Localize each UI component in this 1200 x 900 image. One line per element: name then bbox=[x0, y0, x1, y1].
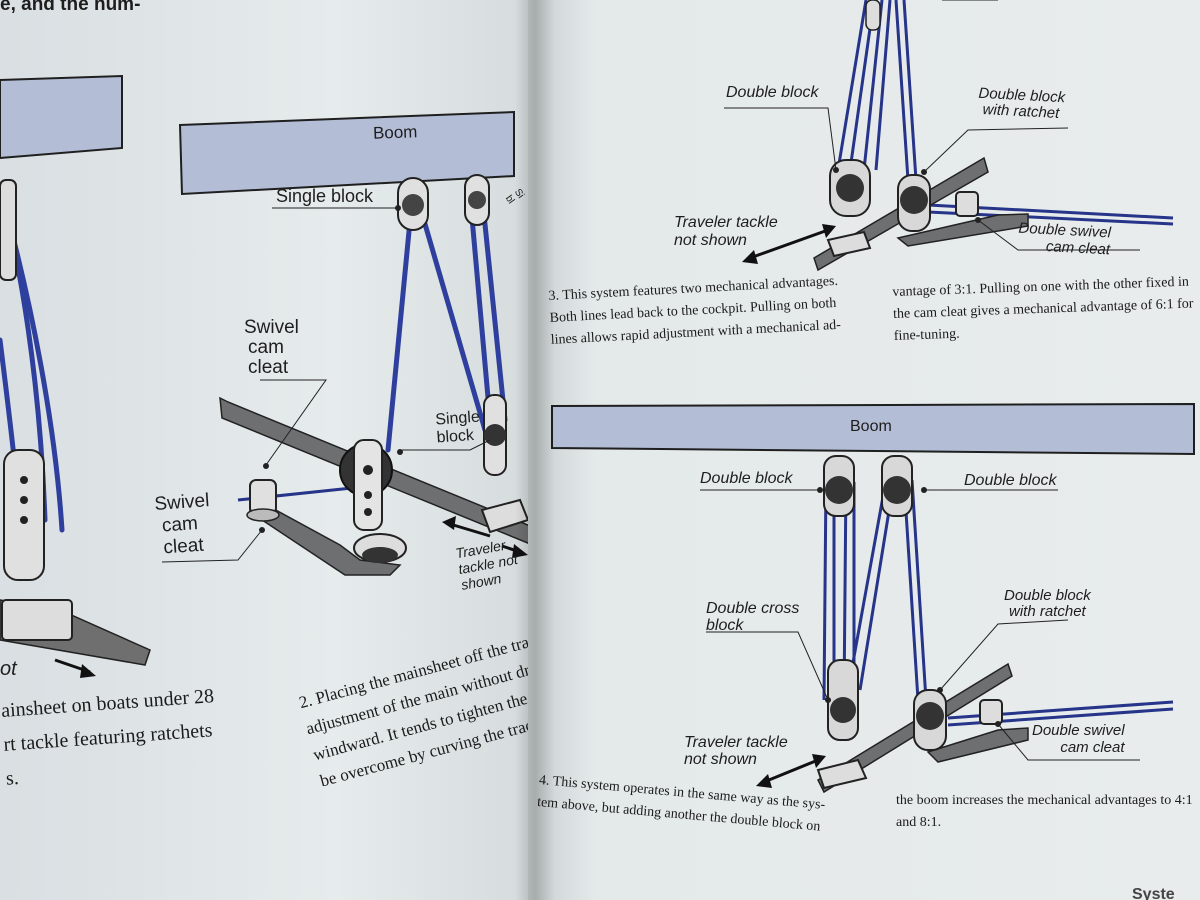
left-partial-block bbox=[3, 449, 45, 581]
label-line: Traveler tackle bbox=[674, 214, 778, 231]
right-diagram bbox=[551, 0, 1195, 794]
label-line: Traveler tackle bbox=[684, 734, 788, 751]
label-line: cam cleat bbox=[1060, 739, 1125, 756]
single-block-mid-label: Single block bbox=[435, 408, 482, 447]
left-diagram bbox=[0, 74, 541, 678]
label-line: block bbox=[706, 617, 744, 634]
single-block-label: Single block bbox=[276, 186, 374, 206]
caption-4-col-2: the boom increases the mechanical advant… bbox=[896, 790, 1193, 834]
traveler-tackle-label: Traveler tackle not shown bbox=[454, 535, 521, 593]
label-line: not shown bbox=[674, 232, 747, 249]
label-line: with ratchet bbox=[1009, 603, 1086, 620]
lower-boom-label: Boom bbox=[850, 418, 892, 435]
swivel-cam-cleat-upper-label: Swivel cam cleat bbox=[244, 318, 299, 378]
label-line: cleat bbox=[162, 534, 205, 559]
top-double-block-label: Double block bbox=[726, 84, 819, 101]
label-line: Double block bbox=[1004, 587, 1091, 604]
left-partial-block-top bbox=[0, 179, 17, 281]
label-line: not shown bbox=[684, 751, 757, 768]
label-line: Swivel bbox=[244, 317, 299, 338]
left-partial-car bbox=[1, 599, 73, 641]
left-column-text: ainsheet on boats under 28 rt tackle fea… bbox=[0, 679, 220, 796]
rope-4 bbox=[479, 192, 508, 423]
boom bbox=[178, 110, 515, 196]
lower-swivel-cleat bbox=[979, 699, 1003, 725]
lower-double-block-right-label: Double block bbox=[964, 472, 1057, 489]
top-double-swivel-label: Double swivel cam cleat bbox=[1017, 220, 1111, 259]
partial-not-label: ot bbox=[0, 658, 17, 680]
rope-1 bbox=[385, 197, 415, 453]
cleat-arm bbox=[249, 494, 402, 576]
lower-double-swivel-label: Double swivel cam cleat bbox=[1032, 722, 1125, 756]
lower-block-body bbox=[353, 439, 383, 531]
caption-line: the boom increases the mechanical advant… bbox=[896, 793, 1193, 808]
swivel-cam-cleat-lower-label: Swivel cam cleat bbox=[154, 490, 213, 560]
right-footer-partial: Syste bbox=[1132, 886, 1175, 900]
caption-line: and 8:1. bbox=[896, 815, 942, 830]
rope-3 bbox=[467, 192, 493, 423]
label-line: block bbox=[436, 426, 475, 447]
rope-2 bbox=[415, 197, 488, 433]
partial-boom bbox=[0, 74, 123, 160]
label-line: cam bbox=[248, 337, 284, 358]
caption-3-col-2: vantage of 3:1. Pulling on one with the … bbox=[892, 272, 1195, 348]
lower-double-cross-block-label: Double cross block bbox=[706, 600, 799, 634]
boom-label: Boom bbox=[372, 122, 418, 143]
top-double-block-ratchet-label: Double block with ratchet bbox=[977, 85, 1065, 122]
left-page: e, and the num- bbox=[0, 0, 562, 900]
top-traveler-tackle-label: Traveler tackle not shown bbox=[674, 214, 778, 250]
right-page: Double block Double block with ratchet T… bbox=[528, 0, 1200, 900]
boom-lower bbox=[551, 402, 1195, 456]
top-swivel-cleat bbox=[955, 191, 979, 217]
label-line: Double swivel bbox=[1032, 722, 1125, 739]
left-top-text: e, and the num- bbox=[0, 0, 141, 15]
lower-double-block-ratchet-label: Double block with ratchet bbox=[1004, 588, 1091, 620]
book-gutter bbox=[515, 0, 555, 900]
label-line: Single bbox=[434, 408, 481, 429]
label-line: Swivel bbox=[153, 490, 211, 515]
label-line: Double cross bbox=[706, 600, 800, 617]
lower-traveler-tackle-label: Traveler tackle not shown bbox=[684, 734, 788, 768]
label-line: cleat bbox=[248, 357, 289, 378]
lower-double-block-left-label: Double block bbox=[700, 470, 793, 487]
